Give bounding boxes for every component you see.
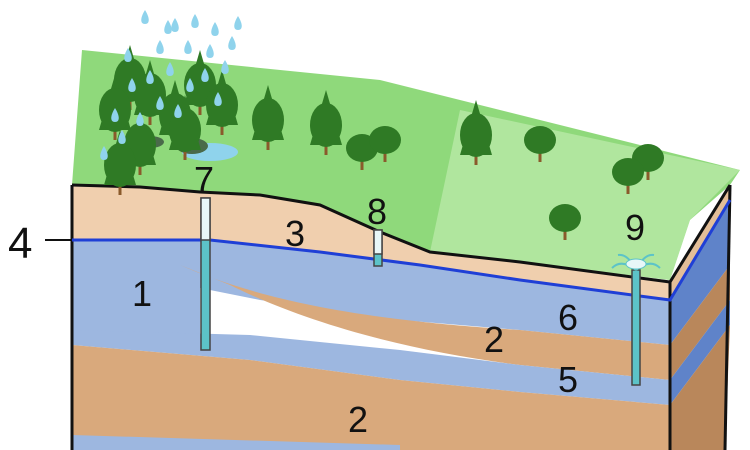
raindrop-icon bbox=[186, 78, 194, 92]
raindrop-icon bbox=[166, 62, 174, 76]
conifer-tree-icon bbox=[460, 100, 492, 165]
round-tree-icon bbox=[369, 126, 401, 162]
raindrop-icon bbox=[174, 104, 182, 118]
side-face-aquifer bbox=[670, 200, 730, 345]
label-4: 4 bbox=[8, 219, 32, 268]
raindrop-icon bbox=[191, 14, 199, 28]
conifer-tree-icon bbox=[310, 90, 342, 155]
raindrop-icon bbox=[124, 48, 132, 62]
label-1: 1 bbox=[132, 273, 152, 314]
conifer-tree-icon bbox=[252, 85, 284, 150]
unconfined-aquifer bbox=[72, 240, 670, 345]
raindrop-icon bbox=[228, 36, 236, 50]
bottom-aquifer-strip bbox=[72, 435, 400, 450]
round-tree-icon bbox=[549, 204, 581, 240]
raindrop-icon bbox=[221, 60, 229, 74]
side-face-soil bbox=[670, 185, 730, 300]
raindrop-icon bbox=[156, 40, 164, 54]
label-8: 8 bbox=[367, 191, 387, 232]
raindrop-icon bbox=[128, 78, 136, 92]
clay-lens-upper bbox=[180, 265, 670, 380]
raindrop-icon bbox=[118, 130, 126, 144]
raindrop-icon bbox=[206, 44, 214, 58]
label-5: 5 bbox=[558, 359, 578, 400]
aquifer-left-shade bbox=[72, 240, 200, 345]
conifer-tree-icon bbox=[206, 70, 238, 135]
raindrop-icon bbox=[146, 70, 154, 84]
label-2-upper: 2 bbox=[484, 319, 504, 360]
conifer-trees bbox=[99, 45, 492, 195]
raindrop-icon bbox=[214, 92, 222, 106]
artesian-spray-icon bbox=[611, 253, 661, 271]
confined-aquifer bbox=[72, 330, 670, 405]
block-back-right-edge bbox=[723, 184, 732, 450]
round-tree-icon bbox=[524, 126, 556, 162]
conifer-tree-icon bbox=[169, 95, 201, 160]
raindrop-icon bbox=[164, 20, 172, 34]
label-3: 3 bbox=[285, 213, 305, 254]
raindrop-icon bbox=[211, 22, 219, 36]
raindrop-icon bbox=[184, 40, 192, 54]
label-7: 7 bbox=[194, 159, 214, 200]
round-tree-icon bbox=[612, 158, 644, 194]
raindrop-icon bbox=[156, 96, 164, 110]
label-2-lower: 2 bbox=[348, 399, 368, 440]
raindrop-icon bbox=[100, 146, 108, 160]
raindrop-icon bbox=[201, 68, 209, 82]
raindrop-icon bbox=[234, 16, 242, 30]
raindrop-icon bbox=[136, 112, 144, 126]
side-face-clay-lower bbox=[670, 325, 730, 450]
raindrop-icon bbox=[111, 108, 119, 122]
round-trees bbox=[346, 126, 664, 240]
unsaturated-zone bbox=[72, 185, 670, 300]
side-face-clay bbox=[670, 265, 730, 380]
well-pipe-icon bbox=[200, 197, 211, 351]
well-pipe-icon bbox=[373, 229, 383, 267]
label-9: 9 bbox=[625, 207, 645, 248]
rain bbox=[100, 10, 242, 160]
conifer-tree-icon bbox=[104, 130, 136, 195]
block-outline bbox=[71, 183, 732, 284]
ground-surface-highlight bbox=[430, 110, 740, 280]
side-face-confined bbox=[670, 300, 730, 405]
raindrop-icon bbox=[171, 18, 179, 32]
raindrop-icon bbox=[141, 10, 149, 24]
clay-layer-lower bbox=[72, 345, 670, 450]
label-6: 6 bbox=[558, 297, 578, 338]
well-pipe-icon bbox=[631, 269, 641, 386]
